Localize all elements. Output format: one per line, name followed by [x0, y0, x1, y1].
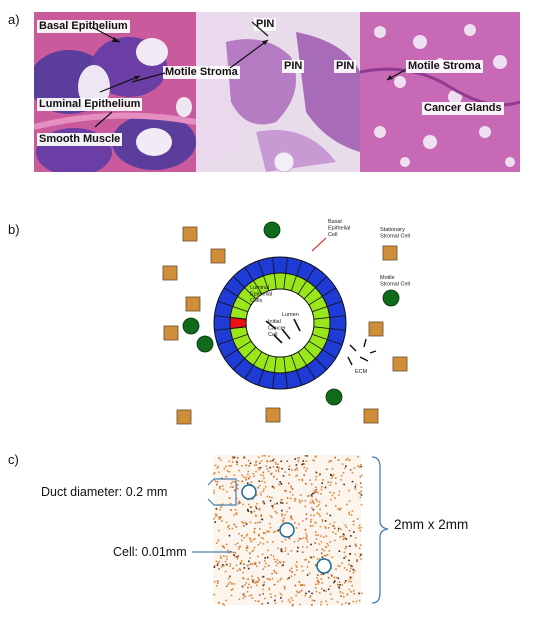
cell-size-label: Cell: 0.01mm [113, 545, 187, 559]
cell-divider [311, 300, 343, 313]
label-lumen: Lumen [282, 312, 299, 318]
cell-divider [233, 276, 257, 300]
stationary-stromal-cell [382, 245, 398, 261]
lumen-fiber [281, 328, 291, 340]
cell-divider [272, 257, 277, 290]
ecm-fiber [349, 344, 357, 352]
motile-stromal-cell [196, 335, 214, 353]
cell-divider [297, 266, 316, 295]
cell-divider [290, 260, 303, 292]
cell-divider [313, 326, 346, 331]
duct [241, 484, 257, 500]
lumen-fiber [265, 320, 277, 330]
duct [316, 558, 332, 574]
cell-divider [244, 351, 263, 380]
domain-canvas [192, 455, 389, 607]
annotation-arrows [91, 21, 406, 128]
label-luminal-epithelium: Luminal Epithelium [37, 98, 143, 111]
cell-divider [303, 346, 327, 370]
cell-divider [217, 333, 249, 346]
lumen-fiber [293, 318, 301, 332]
ecm-fiber [347, 356, 353, 366]
stationary-stromal-cell [210, 248, 226, 264]
cell-divider [244, 266, 263, 295]
size-brace [371, 456, 389, 604]
lumen-fiber [273, 334, 283, 344]
cell-field [213, 455, 363, 607]
cell-divider [308, 340, 337, 359]
cell-divider [283, 257, 288, 290]
pointer-basal [311, 237, 327, 252]
label-pin-left: PIN [282, 60, 305, 73]
panel-a-label: a) [8, 12, 20, 27]
cell-divider [257, 354, 270, 386]
stationary-stromal-cell [368, 321, 384, 337]
ecm-fiber [369, 350, 377, 354]
cell-divider [223, 287, 252, 306]
label-pin-right: PIN [334, 60, 357, 73]
panel-c-label: c) [8, 452, 19, 467]
cell-divider [214, 315, 247, 320]
ecm-fiber [363, 338, 367, 348]
label-smooth-muscle: Smooth Muscle [37, 133, 123, 146]
motile-stromal-cell [382, 289, 400, 307]
cell-divider [272, 356, 277, 389]
cell-divider [223, 340, 252, 359]
motile-stromal-cell [263, 221, 281, 239]
label-cancer-glands: Cancer Glands [422, 102, 504, 115]
duct-bracket [207, 478, 237, 506]
cell-divider [308, 287, 337, 306]
histology-image-cancer: Motile Stroma Cancer Glands [360, 12, 520, 172]
cell-divider [311, 333, 343, 346]
duct [279, 522, 295, 538]
panel-b-label: b) [8, 222, 20, 237]
motile-stromal-cell [325, 388, 343, 406]
stationary-stromal-cell [265, 407, 281, 423]
cell-divider [283, 356, 288, 389]
stationary-stromal-cell [176, 409, 192, 425]
cell-divider [217, 300, 249, 313]
simulation-domain-panel: Duct diameter: 0.2 mm Cell: 0.01mm 2mm x… [0, 445, 533, 614]
cell-divider [303, 276, 327, 300]
stationary-stromal-cell [163, 325, 179, 341]
initial-cancer-cell [229, 316, 247, 330]
cell-divider [313, 315, 346, 320]
label-ecm: ECM [355, 369, 368, 375]
duct-diameter-label: Duct diameter: 0.2 mm [41, 485, 168, 499]
cell-divider [257, 260, 270, 292]
stationary-stromal-cell [162, 265, 178, 281]
stationary-stromal-cell [363, 408, 379, 424]
stationary-stromal-cell [392, 356, 408, 372]
label-motile-stroma-right: Motile Stroma [406, 60, 483, 73]
stationary-stromal-cell [185, 296, 201, 312]
cell-divider [297, 351, 316, 380]
stationary-stromal-cell [182, 226, 198, 242]
domain-size-label: 2mm x 2mm [394, 517, 469, 532]
ecm-fiber [359, 356, 369, 362]
label-basal-epithelium: Basal Epithelium [37, 20, 130, 33]
label-pin-top: PIN [254, 18, 277, 31]
cell-divider [233, 346, 257, 370]
cell-divider [214, 326, 247, 331]
cell-divider [290, 354, 303, 386]
label-motile-stroma-center: Motile Stroma [163, 66, 240, 79]
histology-image-pin: PIN PIN PIN [196, 12, 360, 172]
motile-stromal-cell [182, 317, 200, 335]
